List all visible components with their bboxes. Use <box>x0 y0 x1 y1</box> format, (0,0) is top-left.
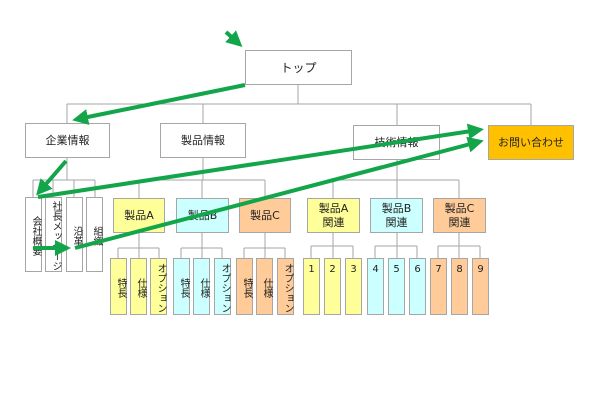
arrow-message-to-contact <box>74 136 484 250</box>
node-a-specs: 仕様 <box>130 258 147 315</box>
node-tech-a: 製品A 関連 <box>307 198 360 233</box>
node-tech-1: 1 <box>303 258 320 315</box>
node-contact: お問い合わせ <box>488 125 574 160</box>
node-tech-6: 6 <box>409 258 426 315</box>
node-tech-7: 7 <box>430 258 447 315</box>
node-c-specs: 仕様 <box>256 258 273 315</box>
arrow-company-to-overview <box>36 159 68 196</box>
arrow-overview-to-contact <box>37 123 484 199</box>
node-company-overview: 会社概要 <box>25 197 42 272</box>
node-company-info: 企業情報 <box>25 123 110 158</box>
node-b-specs: 仕様 <box>193 258 210 315</box>
node-b-options: オプション <box>214 258 231 315</box>
arrow-top-to-company <box>72 83 246 125</box>
node-tech-4: 4 <box>367 258 384 315</box>
node-tech-3: 3 <box>345 258 362 315</box>
node-b-features: 特長 <box>173 258 190 315</box>
node-c-features: 特長 <box>236 258 253 315</box>
node-tech-9: 9 <box>472 258 489 315</box>
node-top: トップ <box>245 50 352 85</box>
node-tech-b: 製品B 関連 <box>370 198 423 233</box>
node-product-info: 製品情報 <box>160 123 246 158</box>
node-a-options: オプション <box>150 258 167 315</box>
node-tech-c: 製品C 関連 <box>433 198 486 233</box>
node-c-options: オプション <box>277 258 294 315</box>
node-tech-5: 5 <box>388 258 405 315</box>
node-organization: 組織 <box>86 197 103 272</box>
node-tech-8: 8 <box>451 258 468 315</box>
arrow-entry <box>224 30 243 48</box>
node-a-features: 特長 <box>110 258 127 315</box>
node-tech-2: 2 <box>324 258 341 315</box>
